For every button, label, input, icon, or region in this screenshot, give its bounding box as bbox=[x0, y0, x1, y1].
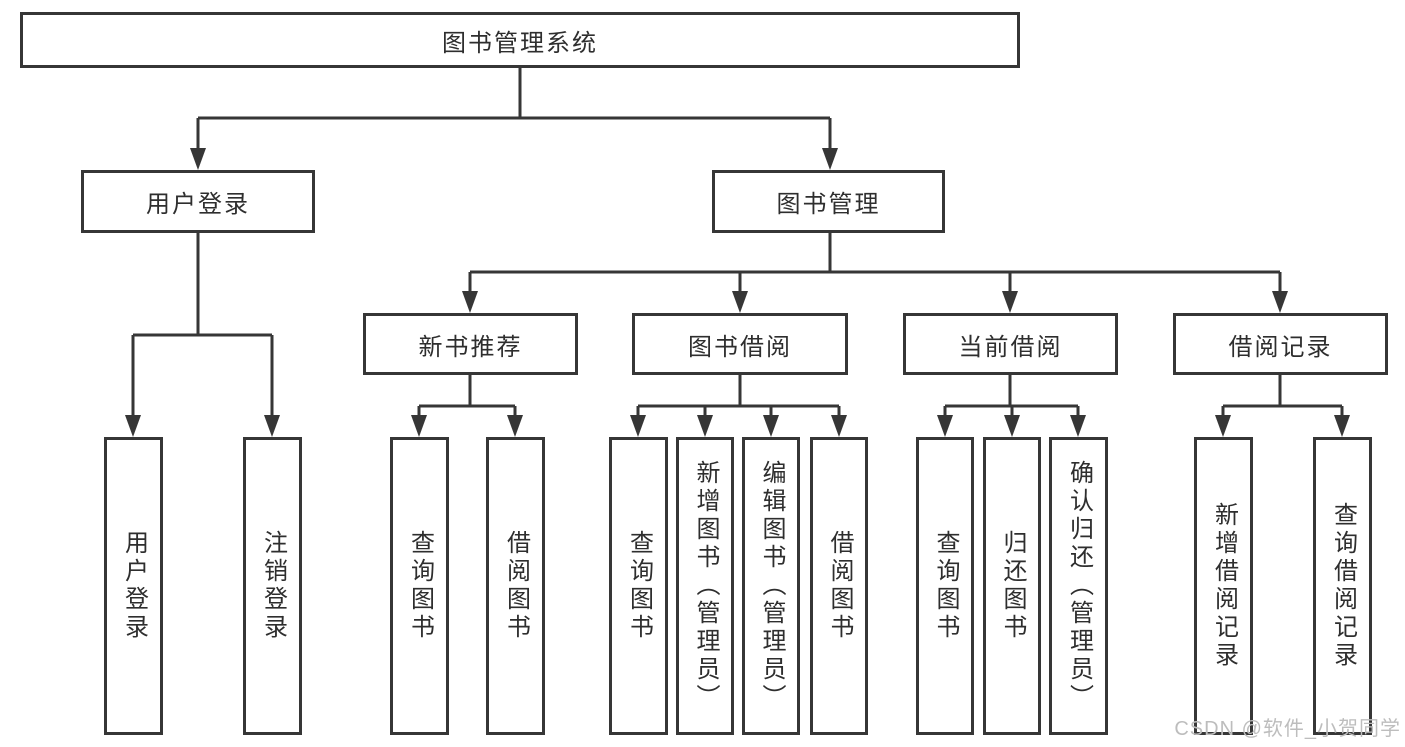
leaf-return-books: 归还图书 bbox=[983, 437, 1041, 735]
node-user-login: 用户登录 bbox=[81, 170, 315, 233]
node-borrow-records: 借阅记录 bbox=[1173, 313, 1388, 375]
node-book-borrow: 图书借阅 bbox=[632, 313, 848, 375]
leaf-logout: 注销登录 bbox=[243, 437, 302, 735]
leaf-borrow-books: 借阅图书 bbox=[810, 437, 868, 735]
leaf-borrow-books-recommend: 借阅图书 bbox=[486, 437, 545, 735]
leaf-edit-books-admin: 编辑图书（管理员） bbox=[742, 437, 800, 735]
node-book-management: 图书管理 bbox=[712, 170, 945, 233]
node-new-book-recommend: 新书推荐 bbox=[363, 313, 578, 375]
arrowhead-icons bbox=[125, 148, 1350, 437]
node-current-borrow: 当前借阅 bbox=[903, 313, 1118, 375]
leaf-add-borrow-record: 新增借阅记录 bbox=[1194, 437, 1253, 735]
node-library-management-system: 图书管理系统 bbox=[20, 12, 1020, 68]
csdn-watermark: CSDN @软件_小贺同学 bbox=[1174, 718, 1401, 740]
leaf-query-books-borrow: 查询图书 bbox=[609, 437, 668, 735]
leaf-query-borrow-record: 查询借阅记录 bbox=[1313, 437, 1372, 735]
leaf-query-books-current: 查询图书 bbox=[916, 437, 974, 735]
leaf-user-login: 用户登录 bbox=[104, 437, 163, 735]
leaf-add-books-admin: 新增图书（管理员） bbox=[676, 437, 734, 735]
leaf-confirm-return-admin: 确认归还（管理员） bbox=[1049, 437, 1108, 735]
leaf-query-books-recommend: 查询图书 bbox=[390, 437, 449, 735]
